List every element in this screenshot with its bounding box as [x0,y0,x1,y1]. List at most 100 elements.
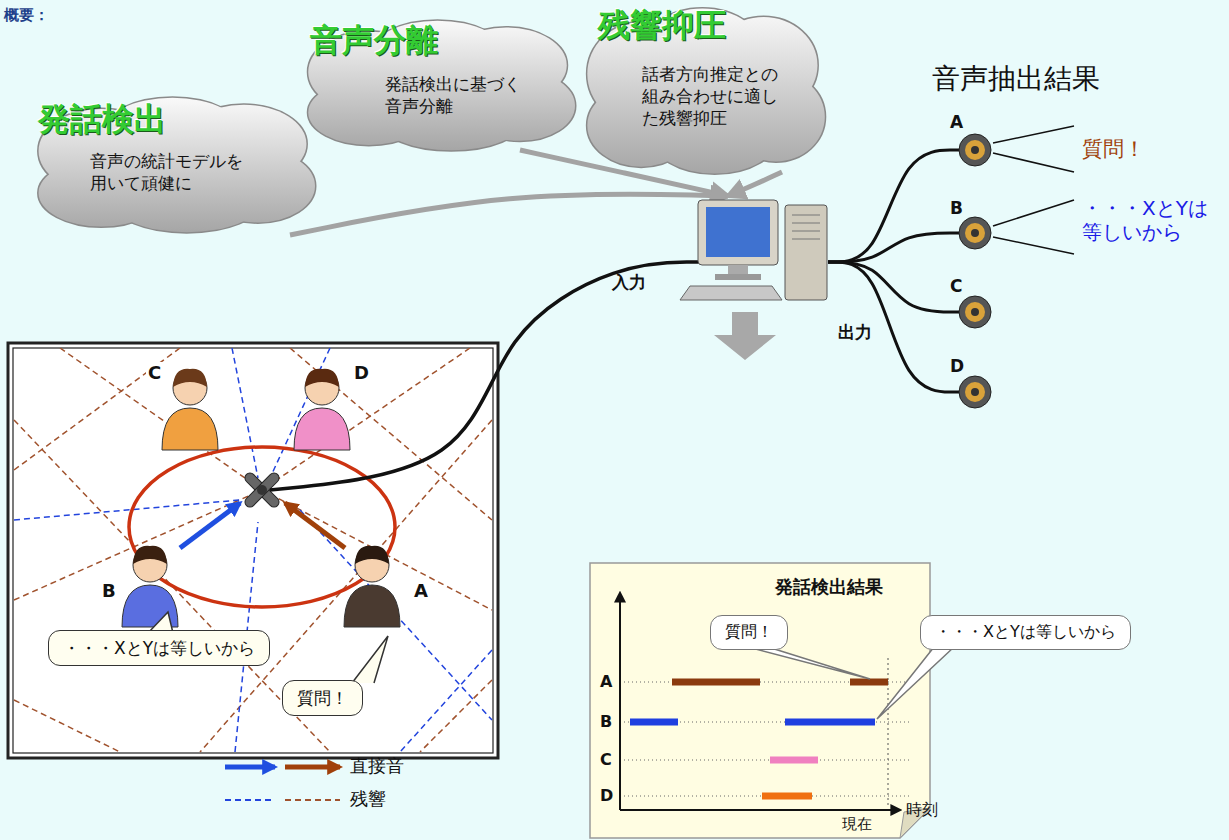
callout-tail [748,647,870,679]
channel-letter: B [950,198,963,218]
callout-text: ・・・XとYは等しいから [63,637,255,659]
callout-tail [352,636,388,683]
row-letter: C [600,750,612,769]
cloud-outline [308,21,575,151]
wire-label: 入力 [612,272,646,292]
cloud-fill [308,21,575,151]
speaker-person [162,369,218,450]
chart-panel: 発話検出結果質問！・・・XとYは等しいから [590,563,930,838]
row-letter: B [600,712,612,731]
monitor [698,200,778,265]
tower-slot [792,223,820,224]
speech-callout: 質問！ [710,615,788,650]
speech-segment [850,679,888,686]
section-heading: 概要： [4,6,49,24]
output-wire [828,233,959,262]
reverberation-paths [14,348,492,752]
speaker-cone [965,223,985,243]
cloud-body: 音声の統計モデルを用いて頑健に [90,150,250,194]
output-wire [828,262,959,392]
mic-hub [257,485,267,495]
wire-label: 出力 [838,322,872,342]
reverb-line [14,500,240,520]
speech-segment [770,757,818,764]
channel-letter: C [950,276,962,296]
axis-label: 時刻 [906,800,938,819]
person-hair [355,546,389,564]
speaker-center [971,308,979,316]
speaker-person [294,369,350,450]
reverb-line [14,348,180,470]
input-wire [270,262,700,490]
result-heading: 音声抽出結果 [932,62,1100,96]
speaker-center [971,388,979,396]
speech-callout: ・・・XとYは等しいから [48,630,270,666]
loudspeaker-icon [959,134,991,166]
tower-slot [792,231,820,232]
cloud-body: 発話検出に基づく音声分離 [385,73,528,117]
person-body [162,408,218,450]
tower-slot [792,239,820,240]
person-letter: A [412,580,430,602]
person-letter: C [146,362,163,384]
extracted-speech: 質問！ [1082,137,1145,162]
chart-drawing [590,563,930,838]
legend-sample [285,799,340,801]
speaker-rim [959,376,991,408]
speech-leader [993,126,1074,143]
callout-text: 質問！ [725,622,773,643]
person-body [344,585,400,627]
cloud-title: 音声分離 [310,20,438,62]
process-cloud: 残響抑圧話者方向推定との組み合わせに適した残響抑圧 [580,5,825,177]
speaker-center [971,146,979,154]
computer-icon [680,200,827,300]
paper-sheet [590,563,930,838]
speech-leader [993,153,1074,172]
loudspeaker-icon [959,217,991,249]
speaker-person [122,546,178,627]
reverb-line [232,348,258,478]
speech-callout: 質問！ [282,680,363,716]
row-guide [620,760,912,761]
keyboard [680,286,782,300]
person-letter: D [352,362,371,384]
down-arrow [714,312,776,360]
reverb-line [400,650,492,752]
speaker-cone [965,382,985,402]
base [715,274,761,280]
callout-text: 質問！ [297,687,348,709]
legend-text: 残響 [350,788,386,810]
speaker-rim [959,217,991,249]
output-wire [828,262,959,312]
chart-title: 発話検出結果 [775,575,883,598]
tower-slot [792,215,820,216]
person-hair [133,546,167,564]
person-hair [305,369,339,387]
speaker-cone [965,302,985,322]
row-letter: A [600,672,612,691]
reverb-line [14,700,120,752]
person-letter: B [100,580,118,602]
process-arrow [290,194,728,235]
direct-sound-arrow [180,503,240,548]
reverb-line [14,490,492,610]
person-hair [173,369,207,387]
person-body [294,408,350,450]
speech-segment [785,719,875,726]
output-wire [828,150,959,262]
speech-segment [762,793,812,800]
speech-leader [993,200,1074,226]
extracted-speech: ・・・XとYは等しいから [1082,196,1218,244]
speech-callout: ・・・XとYは等しいから [920,615,1131,650]
speaker-cone [965,140,985,160]
time-axis [620,809,900,811]
stand [728,265,748,275]
loudspeaker-icon [959,376,991,408]
cloud-body: 話者方向推定との組み合わせに適した残響抑圧 [642,63,785,129]
channel-letter: A [950,112,963,132]
direct-sound-arrow [285,503,345,548]
reverb-line [200,420,492,752]
legend-text: 直接音 [350,755,404,777]
reverb-line [60,348,262,490]
